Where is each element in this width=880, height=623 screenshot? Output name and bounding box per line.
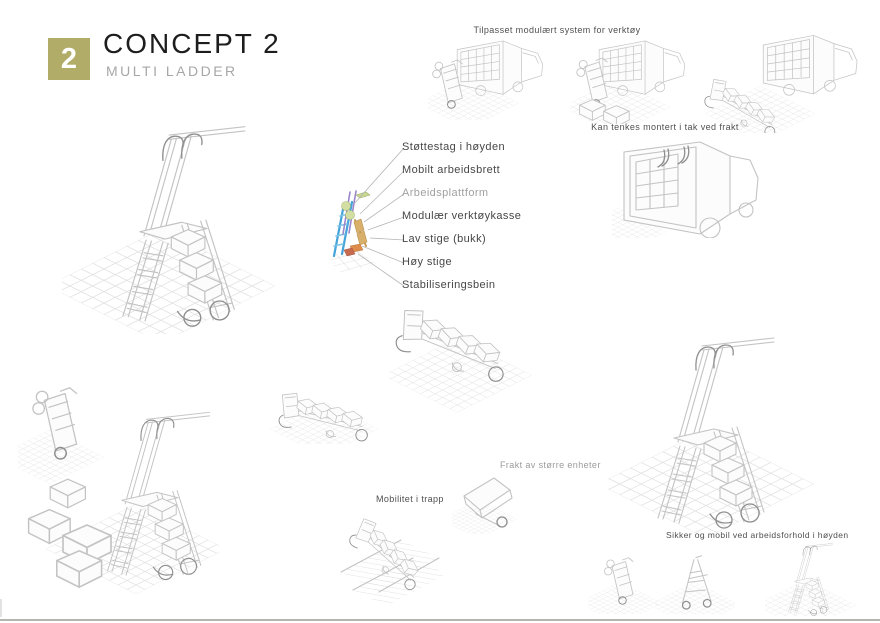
stairs-trolley-sketch [335,506,460,608]
caption-stairs: Mobilitet i trapp [376,494,444,504]
caption-safety: Sikker og mobil ved arbeidsforhold i høy… [666,530,849,540]
flat-cart-sketch [270,382,382,444]
callout-label-hoy-stige: Høy stige [402,256,453,268]
left-edge-mark [0,599,2,617]
callout-label-arbeidsplattform: Arbeidsplattform [402,187,489,199]
callout-label-arbeidsbrett: Mobilt arbeidsbrett [402,164,501,176]
caption-tool-system: Tilpasset modulært system for verktøy [473,25,641,35]
mini-ladder-folded-sketch [588,557,658,614]
box-trolley-sketch [452,477,524,534]
page-title: CONCEPT 2 [103,28,281,59]
van-with-trolley-sketch [703,35,858,133]
callout-label-stottestag: Støttestag i høyden [402,141,505,153]
bottom-divider [0,619,880,621]
tall-ladder-sketch [608,328,823,540]
mini-ladder-aframe-sketch [655,555,735,614]
caption-roof-mount: Kan tenkes montert i tak ved frakt [591,122,739,132]
callout-lines [353,147,404,287]
ladder-with-boxes-cluster [18,387,220,600]
van-roof-mount-sketch [612,141,759,238]
tilted-trolley-sketch [388,296,543,414]
mini-ladder-extended-sketch [765,538,857,616]
callout-label-stabiliseringsbein: Stabiliseringsbein [402,279,496,291]
van-with-ladder-sketch-2 [570,40,686,124]
caption-freight: Frakt av større enheter [500,460,601,470]
page-subtitle: MULTI LADDER [106,63,238,79]
van-with-ladder-sketch-1 [428,40,544,120]
main-ladder-sketch [62,112,292,334]
callout-label-lav-stige: Lav stige (bukk) [402,233,487,245]
concept-number-badge: 2 [48,38,90,80]
callout-label-verktoykasse: Modulær verktøykasse [402,210,522,222]
